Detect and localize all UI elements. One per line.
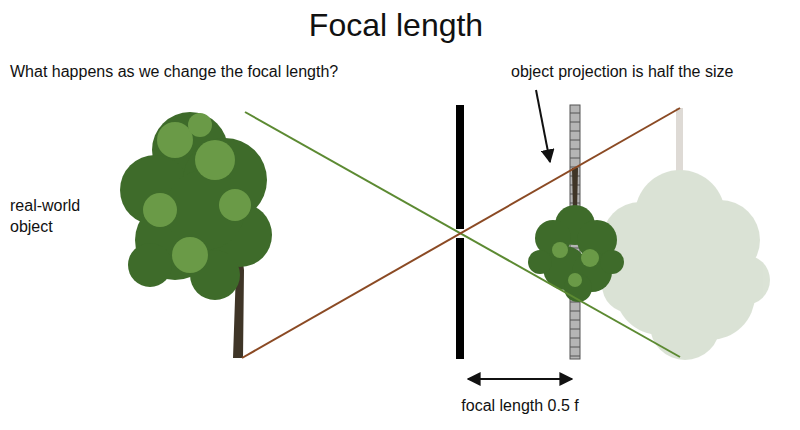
plane-tick: [570, 140, 580, 141]
barrier: [456, 238, 464, 359]
plane-tick: [570, 320, 580, 321]
leader-arrow: [536, 90, 550, 162]
plane-tick: [570, 158, 580, 159]
projected-tree: [528, 168, 624, 302]
faded-image: [602, 108, 770, 360]
dimension-label: focal length 0.5 f: [420, 396, 620, 417]
plane-tick: [570, 113, 580, 114]
plane-tick: [570, 149, 580, 150]
question-text: What happens as we change the focal leng…: [10, 62, 450, 83]
callout-text: object projection is half the size: [511, 62, 796, 83]
plane-tick: [570, 356, 580, 357]
barrier: [456, 105, 464, 229]
plane-tick: [570, 311, 580, 312]
ray-bottom: [242, 108, 680, 358]
plane-tick: [570, 122, 580, 123]
diagram-title: Focal length: [0, 6, 796, 44]
plane-tick: [570, 329, 580, 330]
plane-tick: [570, 347, 580, 348]
object-label: real-world object: [10, 196, 106, 238]
plane-tick: [570, 131, 580, 132]
dimension-arrow: [468, 378, 572, 380]
ray-top: [245, 112, 680, 357]
tree-object: [120, 112, 272, 358]
plane-tick: [570, 338, 580, 339]
